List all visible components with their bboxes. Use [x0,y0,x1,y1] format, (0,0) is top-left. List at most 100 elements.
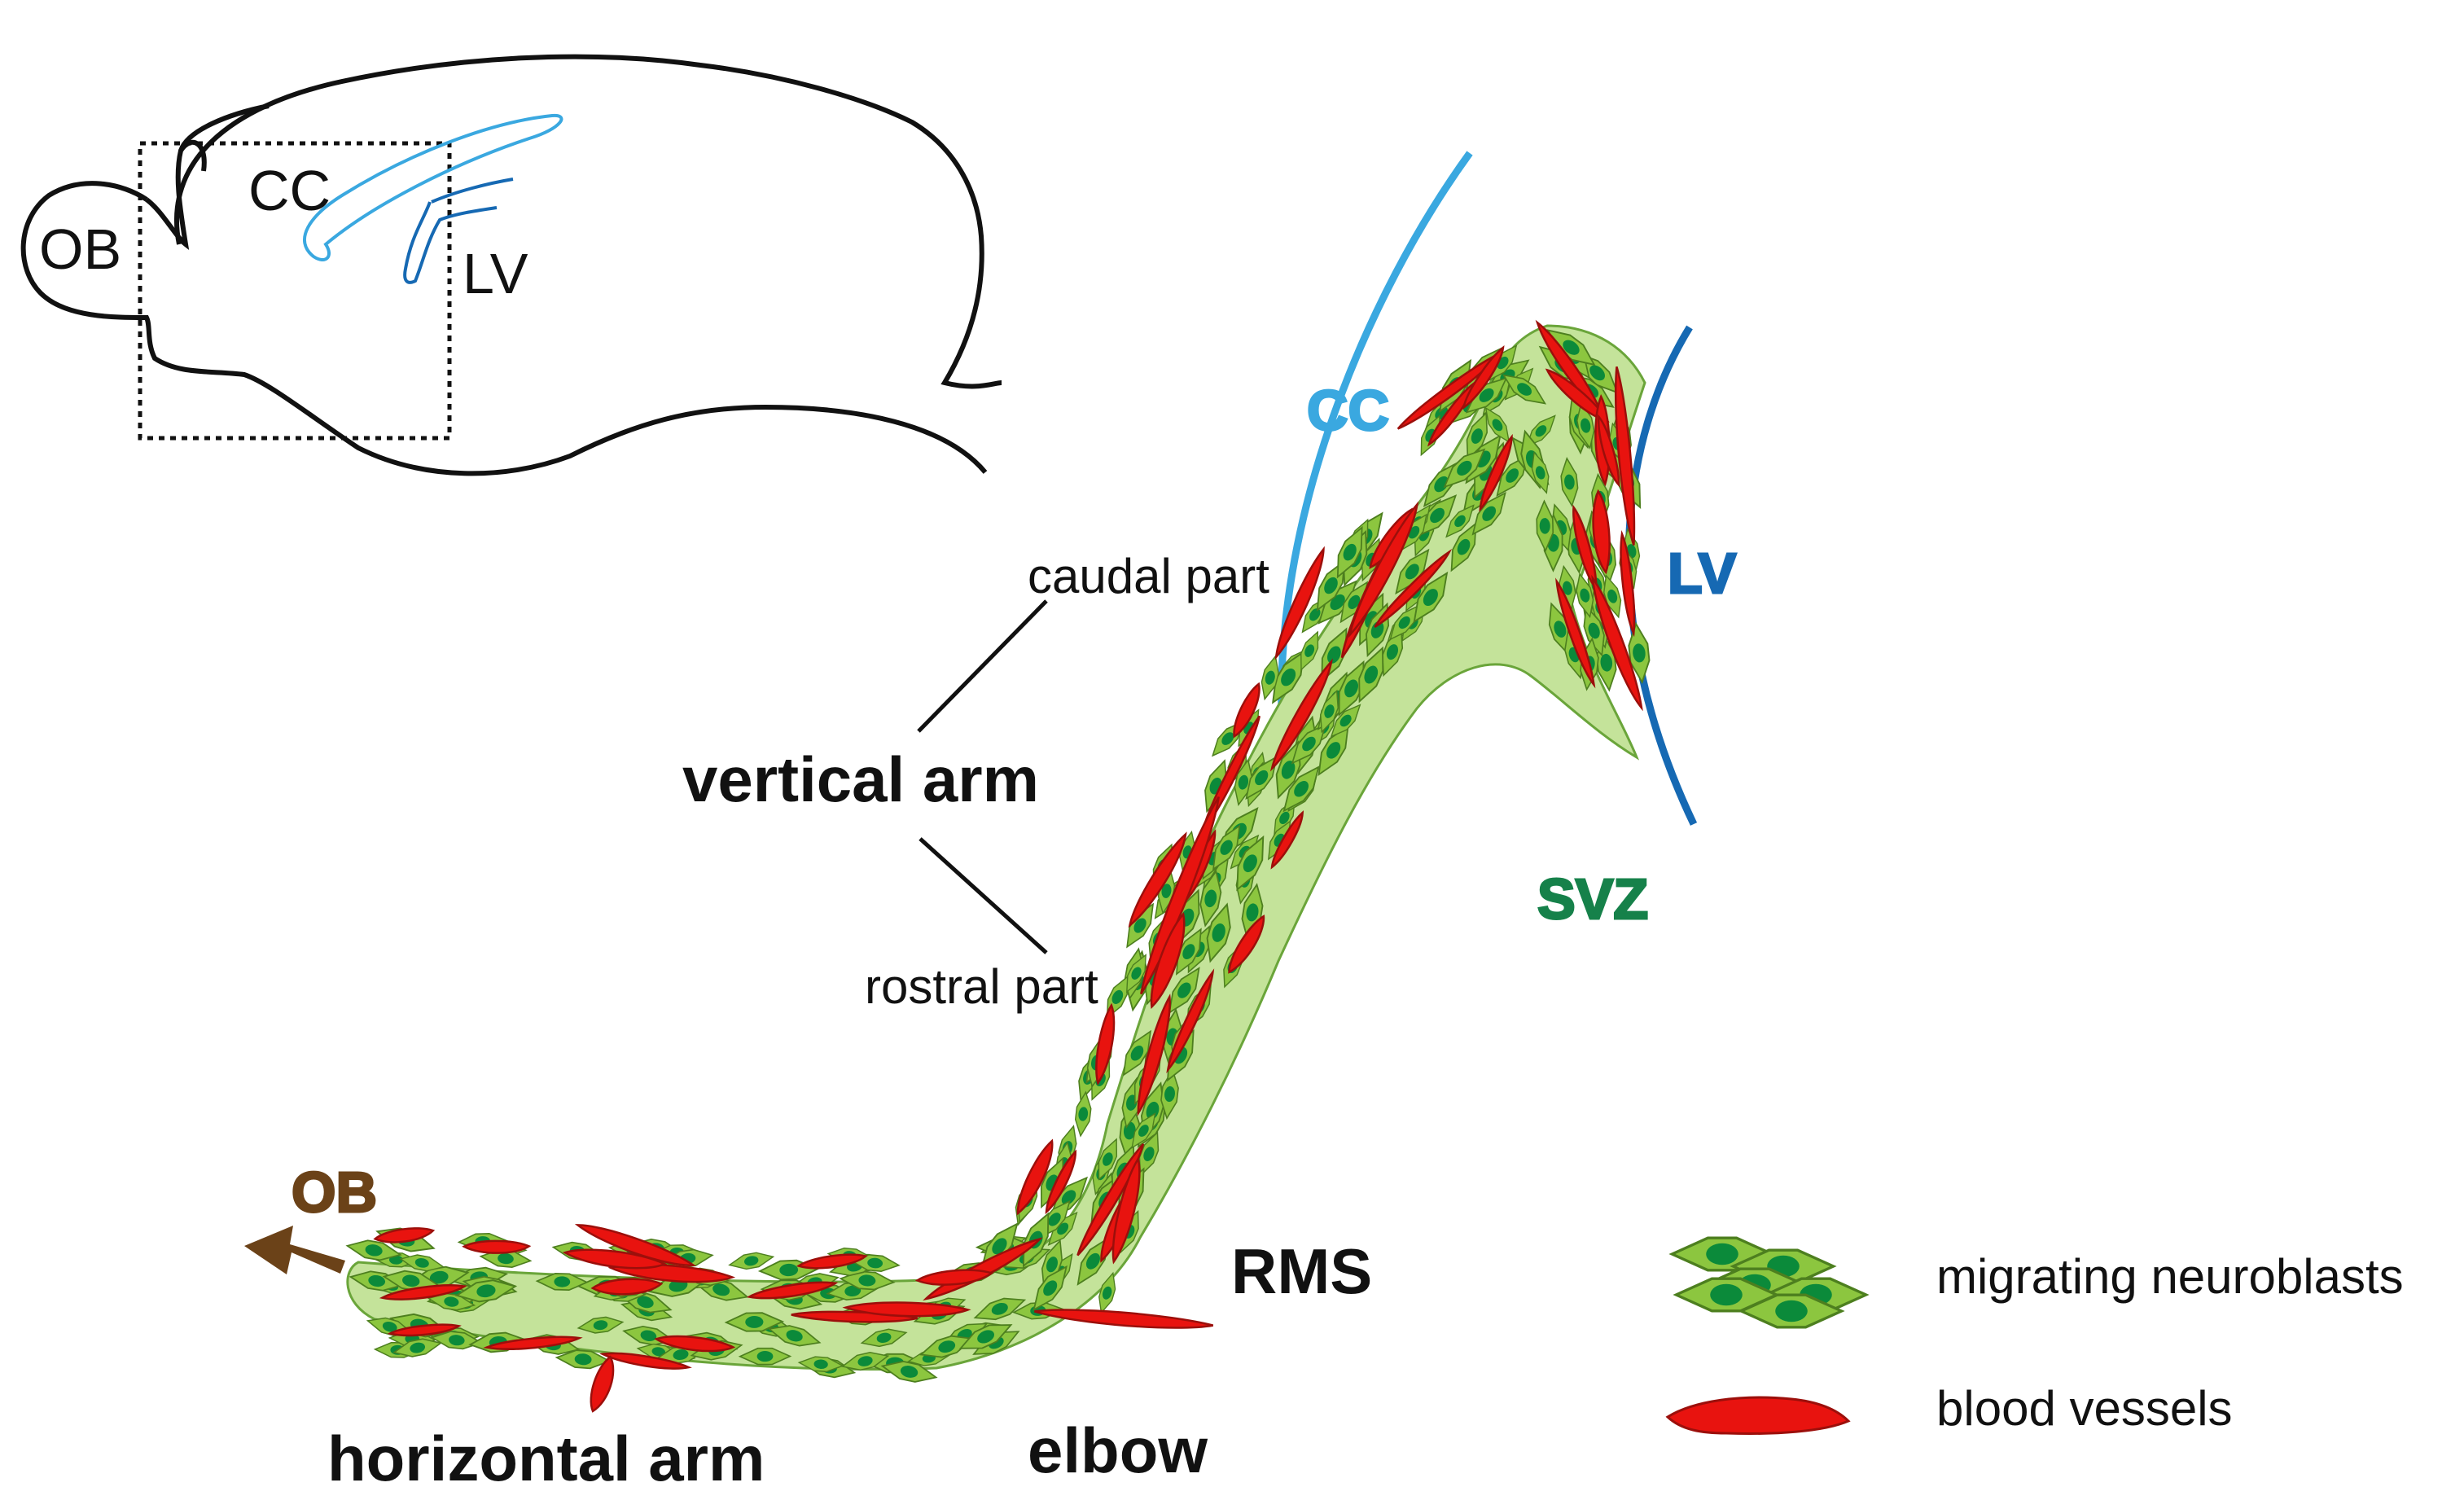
neuroblast-cell [728,1252,775,1270]
neuroblast-cell [1338,660,1365,717]
blood-vessel [1591,574,1643,712]
blood-vessel [1128,831,1187,928]
legend: migrating neuroblasts blood vessels [1665,1236,2404,1436]
blood-vessel-shapes [373,319,1643,1413]
blood-vessel [1274,546,1325,660]
neuroblast-cell [860,1328,908,1348]
neuroblast-cell [1122,1029,1152,1077]
neuroblast-cell [1212,824,1241,871]
blood-vessel [590,1355,615,1413]
neuroblast-cell [797,1356,844,1373]
neuroblast-cell [1126,902,1155,949]
ob-arrow [244,1226,345,1274]
legend-vessels-label: blood vessels [1936,1381,2233,1436]
blood-vessel [746,1281,839,1300]
svz-label: SVZ [1537,867,1648,931]
blood-vessel [590,1278,664,1296]
neuroblast-cell [1738,1293,1845,1329]
neuroblast-cell [1098,1271,1116,1314]
legend-vessel-swatch [1665,1396,1851,1435]
neuroblast-cell [1330,704,1361,738]
neuroblast-cell [958,1324,1013,1349]
neuroblast-cells [345,329,1651,1383]
neuroblast-cell [1525,414,1556,448]
neuroblast-cell [767,1325,822,1347]
neuroblast-cell [1583,604,1605,657]
neuroblast-cell [454,1279,518,1303]
neuroblast-cell [1673,1277,1780,1313]
neuroblast-cell [1074,1090,1092,1138]
neuroblast-cell [1206,902,1231,963]
neuroblast-cell [349,1270,405,1292]
neuroblast-cell [1576,401,1595,450]
inset-cc-label: CC [248,159,331,222]
blood-vessel [1034,1309,1214,1329]
neuroblast-cell [399,1254,445,1272]
horizontal-arm-label: horizontal arm [327,1423,765,1494]
neuroblast-cell [1131,1112,1156,1149]
leader-caudal-part [917,599,1048,733]
blood-vessel [1614,366,1636,546]
rms-label: RMS [1231,1235,1372,1307]
legend-neuroblast-swatch [1668,1236,1870,1329]
blood-vessel [1045,1149,1077,1215]
neuroblast-cell [1560,456,1579,507]
neuroblast-cell [577,1316,625,1334]
blood-vessel [914,1269,994,1286]
blood-vessel [1111,1156,1141,1265]
neuroblast-cell [724,1312,785,1332]
neuroblast-cell [1320,689,1339,734]
neuroblast-cell [1603,574,1622,619]
neuroblast-cell [1126,954,1147,993]
blood-vessel [1620,530,1636,638]
blood-vessel [1270,810,1304,870]
rms-stream-body [346,324,1646,1371]
blood-vessel [654,1335,736,1353]
neuroblast-cell [1047,1211,1078,1246]
blood-vessel [387,1323,462,1337]
neuroblast-cell [1536,499,1554,553]
blood-vessel [1228,914,1265,974]
blood-vessel [1479,433,1513,512]
blood-vessel [1095,1002,1116,1086]
neuroblast-cell [1236,835,1265,892]
blood-vessel [483,1336,583,1350]
neuroblast-cell [1033,1265,1068,1311]
ob-label: OB [292,1160,377,1224]
neuroblast-cell [1443,448,1486,489]
blood-vessel [1016,1138,1054,1216]
neuroblast-cell [1445,504,1475,538]
blood-vessel [1166,968,1215,1074]
neuroblast-cell [1358,646,1384,704]
neuroblast-cell [1628,621,1651,685]
blood-vessel [1462,345,1505,410]
lv-label: LV [1668,542,1737,605]
blood-vessel [1348,501,1419,638]
blood-vessel [1233,682,1260,739]
blood-vessel [1598,414,1620,488]
neuroblast-cell [1502,374,1547,405]
neuroblast-cell [1471,491,1506,536]
cc-label: CC [1307,379,1389,442]
blood-vessel [1374,550,1450,628]
leader-rostral-part [919,837,1048,954]
neuroblast-cell [1531,451,1550,494]
blood-vessel [1076,1143,1145,1257]
inset-cc-outline [303,113,563,261]
legend-neuroblasts-label: migrating neuroblasts [1936,1249,2404,1304]
inset-zoom-box [138,141,452,441]
blood-vessel [1592,489,1611,575]
neuroblast-cell [1336,525,1363,579]
blood-vessel [462,1239,532,1254]
vertical-arm-label: vertical arm [682,743,1039,815]
neuroblast-cell [1234,758,1253,806]
neuroblast-cell [1300,630,1319,671]
blood-vessel [373,1227,436,1243]
inset-lv-label: LV [463,242,528,305]
neuroblast-cell [1098,1138,1118,1181]
neuroblast-cell [1199,869,1222,928]
neuroblast-cell [973,1297,1027,1321]
blood-vessel [1137,993,1171,1116]
